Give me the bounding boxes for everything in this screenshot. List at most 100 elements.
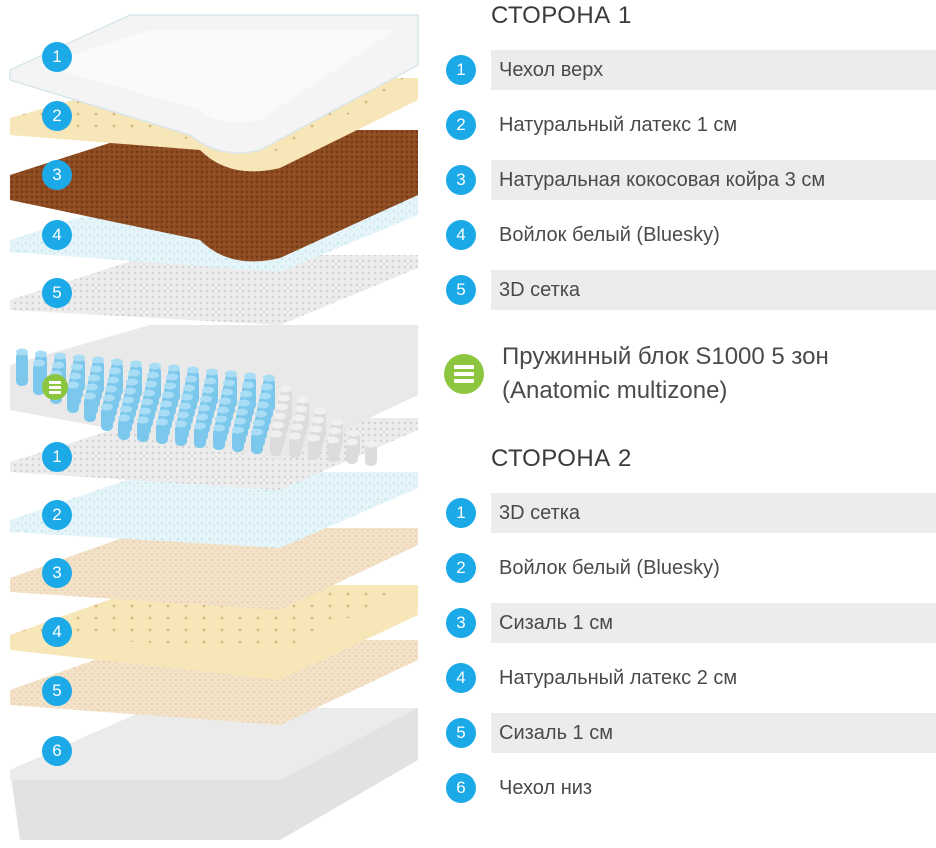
side1-row-5-label: 3D сетка xyxy=(499,270,580,310)
spring-pocket-top xyxy=(107,377,119,384)
spring-pocket-top xyxy=(73,355,85,362)
spring-pocket-top xyxy=(54,353,66,360)
spring-pocket-top xyxy=(128,370,140,377)
spring-pocket-top xyxy=(175,421,187,428)
spring-pocket-top xyxy=(346,439,358,446)
side1-heading: СТОРОНА 1 xyxy=(491,2,632,30)
spring-pocket-top xyxy=(234,418,246,425)
layer-badge-side1-4: 4 xyxy=(42,220,72,250)
spring-pocket-top xyxy=(120,406,132,413)
spring-pocket-top xyxy=(139,408,151,415)
side2-row-5: 5 Сизаль 1 см xyxy=(446,713,936,753)
layer-badge-side1-5: 5 xyxy=(42,278,72,308)
spring-pocket-top xyxy=(103,395,115,402)
spring-pocket-top xyxy=(130,361,142,368)
spring-pocket-top xyxy=(166,374,178,381)
spring-pocket xyxy=(101,407,113,431)
side2-row-4: 4 Натуральный латекс 2 см xyxy=(446,658,936,698)
side2-row-6-number: 6 xyxy=(446,773,476,803)
spring-pocket-top xyxy=(16,349,28,356)
spring-pocket-top xyxy=(223,380,235,387)
spring-pocket-top xyxy=(124,388,136,395)
spring-pocket xyxy=(67,385,79,413)
spring-pocket-top xyxy=(232,427,244,434)
spring-pocket-top xyxy=(69,373,81,380)
spring-pocket xyxy=(16,352,28,386)
spring-pocket-top xyxy=(137,417,149,424)
spring-pocket-top xyxy=(90,366,102,373)
spring-pocket-top xyxy=(143,390,155,397)
spring-block-label-line1: Пружинный блок S1000 5 зон xyxy=(502,340,829,374)
side1-row-2-number: 2 xyxy=(446,110,476,140)
side1-row-4-label: Войлок белый (Bluesky) xyxy=(499,215,720,255)
spring-pocket-top xyxy=(179,403,191,410)
side2-row-4-number: 4 xyxy=(446,663,476,693)
spring-block-row: Пружинный блок S1000 5 зон (Anatomic mul… xyxy=(444,340,936,415)
spring-pocket-top xyxy=(118,415,130,422)
side2-row-2-number: 2 xyxy=(446,553,476,583)
spring-pocket-top xyxy=(310,426,322,433)
layer-badge-side2-4: 4 xyxy=(42,617,72,647)
layer-badge-side2-3: 3 xyxy=(42,558,72,588)
spring-pocket-top xyxy=(158,410,170,417)
spring-pocket-top xyxy=(365,441,377,448)
spring-pocket-top xyxy=(348,430,360,437)
spring-pocket-top xyxy=(149,363,161,370)
spring-pocket-top xyxy=(141,399,153,406)
side2-row-1-label: 3D сетка xyxy=(499,493,580,533)
spring-pocket-top xyxy=(251,429,263,436)
spring-pocket xyxy=(84,396,96,422)
spring-pocket-top xyxy=(145,381,157,388)
spring-pocket-top xyxy=(270,431,282,438)
spring-pocket-top xyxy=(236,409,248,416)
spring-pocket-top xyxy=(84,393,96,400)
layer-badge-side1-1: 1 xyxy=(42,42,72,72)
side2-row-3-number: 3 xyxy=(446,608,476,638)
side1-row-2-label: Натуральный латекс 1 см xyxy=(499,105,737,145)
spring-pocket-top xyxy=(295,406,307,413)
spring-pocket-top xyxy=(297,397,309,404)
layer-badge-side1-2: 2 xyxy=(42,101,72,131)
side1-row-1-label: Чехол верх xyxy=(499,50,603,90)
layer-badge-side2-6: 6 xyxy=(42,736,72,766)
spring-block-label-line2: (Anatomic multizone) xyxy=(502,374,829,408)
spring-pocket-top xyxy=(240,391,252,398)
spring-pocket-top xyxy=(160,401,172,408)
spring-pocket-top xyxy=(101,404,113,411)
side2-row-1-number: 1 xyxy=(446,498,476,528)
spring-pocket-top xyxy=(291,424,303,431)
side2-row-3-label: Сизаль 1 см xyxy=(499,603,613,643)
spring-pocket-top xyxy=(293,415,305,422)
spring-pocket-top xyxy=(204,378,216,385)
side1-row-5: 5 3D сетка xyxy=(446,270,936,310)
spring-pocket-top xyxy=(200,396,212,403)
spring-pocket-top xyxy=(202,387,214,394)
spring-pocket-top xyxy=(274,413,286,420)
side2-row-2: 2 Войлок белый (Bluesky) xyxy=(446,548,936,588)
side1-row-4-number: 4 xyxy=(446,220,476,250)
spring-pocket-top xyxy=(261,384,273,391)
spring-pocket-top xyxy=(181,394,193,401)
side1-row-1-number: 1 xyxy=(446,55,476,85)
spring-pocket-top xyxy=(331,419,343,426)
spring-pocket-top xyxy=(71,364,83,371)
spring-pocket-top xyxy=(67,382,79,389)
spring-pocket-top xyxy=(35,351,47,358)
spring-pocket-top xyxy=(259,393,271,400)
side1-row-3: 3 Натуральная кокосовая койра 3 см xyxy=(446,160,936,200)
spring-pocket-top xyxy=(147,372,159,379)
spring-block-legend-icon xyxy=(444,354,484,394)
spring-pocket-top xyxy=(217,407,229,414)
side1-row-4: 4 Войлок белый (Bluesky) xyxy=(446,215,936,255)
spring-pocket-top xyxy=(289,433,301,440)
spring-pocket-top xyxy=(225,371,237,378)
spring-pocket-top xyxy=(52,362,64,369)
side2-row-1: 1 3D сетка xyxy=(446,493,936,533)
spring-pocket-top xyxy=(162,392,174,399)
spring-pocket-top xyxy=(206,369,218,376)
spring-pocket-top xyxy=(164,383,176,390)
layer-badge-side2-5: 5 xyxy=(42,676,72,706)
side2-row-5-label: Сизаль 1 см xyxy=(499,713,613,753)
spring-pocket-top xyxy=(280,386,292,393)
spring-pocket-top xyxy=(213,425,225,432)
